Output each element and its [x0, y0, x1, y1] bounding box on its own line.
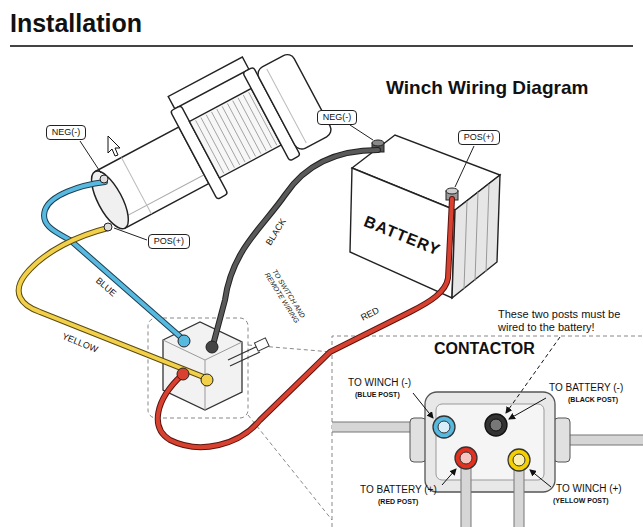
pointer-arrow — [530, 470, 551, 487]
motor-shade — [120, 175, 204, 220]
red-post — [177, 368, 189, 380]
gear-seam — [267, 69, 306, 143]
negative-terminal — [372, 140, 384, 146]
wire-label: RED — [358, 305, 381, 324]
diagram-heading: Winch Wiring Diagram — [386, 77, 588, 99]
winch-terminal — [104, 223, 112, 231]
wire-label: YELLOW — [60, 331, 101, 355]
node-text: NEG(-) — [51, 127, 81, 137]
contactor-face — [436, 404, 544, 480]
blue-post — [178, 335, 190, 347]
cable — [462, 466, 471, 527]
callout-tag: NEG(-) — [46, 125, 86, 140]
winch-drawing — [69, 36, 335, 250]
yellow-post — [201, 374, 213, 386]
battery-front — [350, 168, 455, 298]
contactor-body — [425, 392, 555, 492]
callout-tag: POS(+) — [458, 130, 500, 145]
inset-frame — [332, 336, 643, 527]
node-text: BATTERY — [361, 212, 444, 260]
post-color: (RED POST) — [378, 498, 418, 506]
black-post — [485, 414, 507, 436]
pointer-arrow — [442, 469, 456, 485]
post-nut — [513, 454, 525, 466]
battery-face: BATTERY — [356, 208, 448, 263]
wire-label: BLACK — [263, 216, 288, 248]
callout-tag: NEG(-) — [317, 110, 357, 125]
leader-line — [114, 228, 147, 240]
cable — [515, 468, 524, 527]
post-label: TO BATTERY (-) — [549, 382, 623, 394]
blue-wire — [44, 182, 184, 340]
black-wire — [213, 150, 378, 345]
callout-tag: POS(+) — [148, 234, 190, 249]
page-title: Installation — [10, 9, 142, 38]
mouse-cursor — [108, 136, 120, 156]
blue-post — [433, 416, 455, 438]
black-wire-outline — [213, 150, 378, 345]
battery-ribs — [464, 184, 489, 289]
positive-terminal — [446, 188, 458, 194]
post-nut — [460, 452, 472, 464]
post-nut — [438, 421, 450, 433]
node-text: POS(+) — [153, 236, 185, 246]
contactor-ear — [410, 418, 426, 462]
cable-outline — [461, 466, 472, 527]
plug — [254, 338, 269, 351]
red-wire — [158, 199, 452, 447]
post-color: (BLUE POST) — [355, 391, 400, 399]
wire-label: BLUE — [93, 275, 119, 300]
yellow-wire-outline — [19, 228, 206, 378]
black-post — [206, 341, 218, 353]
leader-line — [455, 146, 474, 187]
battery-side — [452, 175, 500, 298]
pointer-arrow — [413, 393, 433, 418]
post-label: TO WINCH (-) — [348, 377, 411, 389]
red-post — [455, 447, 477, 469]
zoom-line — [248, 415, 332, 520]
yellow-post — [508, 449, 530, 471]
yellow-wire — [19, 228, 206, 378]
leader-line — [350, 125, 373, 140]
wiring-note: TO SWITCH AND REMOTE WIRING — [261, 264, 310, 328]
winch-terminal — [100, 175, 108, 183]
post-label: TO WINCH (+) — [556, 483, 622, 495]
node-text: NEG(-) — [322, 112, 352, 122]
switch-wires — [228, 346, 260, 366]
post-color: (YELLOW POST) — [553, 497, 609, 505]
warning-note: These two posts must be wired to the bat… — [498, 308, 636, 333]
cable-outline — [514, 468, 525, 527]
blue-wire-outline — [44, 182, 184, 340]
motor-end — [84, 166, 135, 234]
post-nut — [490, 419, 502, 431]
post-label: TO BATTERY (+) — [360, 484, 437, 496]
part-heading: CONTACTOR — [434, 340, 535, 358]
node-text: POS(+) — [463, 132, 495, 142]
title-rule — [10, 45, 633, 47]
gear-housing — [255, 52, 334, 152]
leader-line — [80, 141, 101, 173]
contactor-ear — [554, 418, 570, 462]
post-color: (BLACK POST) — [568, 396, 618, 404]
red-wire-outline — [158, 199, 452, 447]
